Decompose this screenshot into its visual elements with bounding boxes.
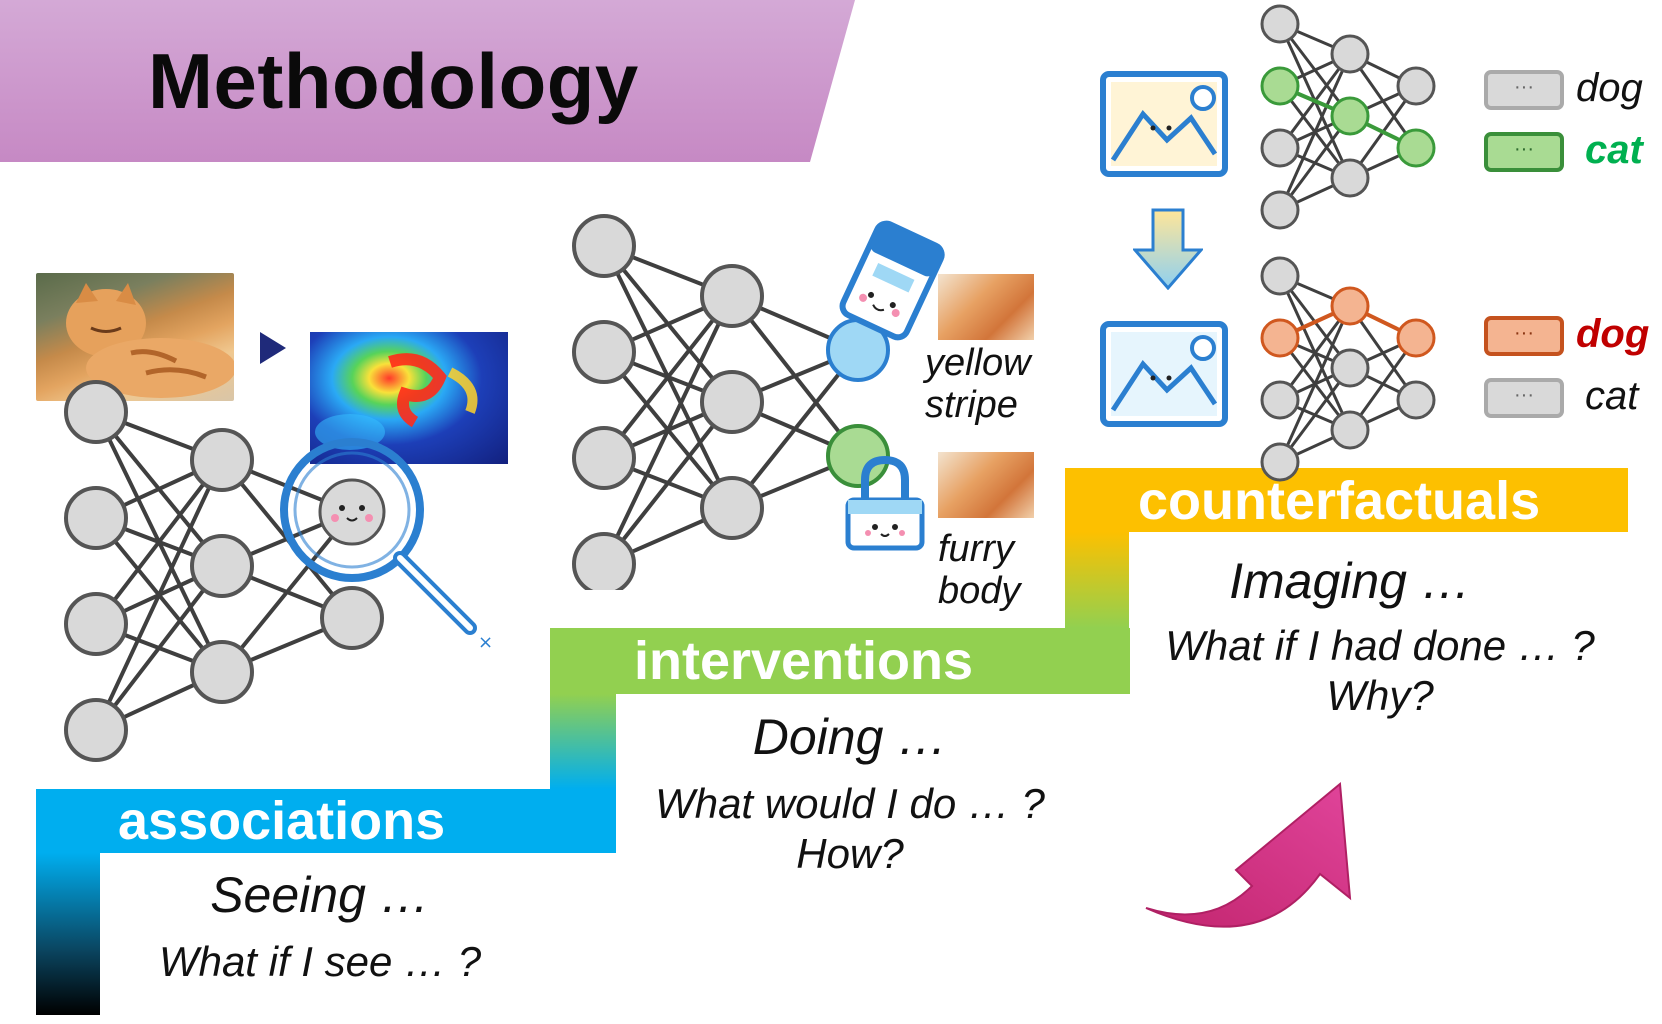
picture-icon-after bbox=[1100, 321, 1228, 427]
output-tag-cat-before: ··· bbox=[1484, 132, 1564, 172]
associations-verb: Seeing … bbox=[210, 867, 430, 923]
output-tag-dog-after: ··· bbox=[1484, 316, 1564, 356]
yellow-stripe-patch bbox=[938, 274, 1034, 340]
class-dog-after: dog bbox=[1576, 312, 1650, 356]
class-dog-before: dog bbox=[1576, 66, 1643, 110]
picture-icon-before bbox=[1100, 71, 1228, 177]
class-cat-before: cat bbox=[1585, 128, 1643, 172]
class-cat-after: cat bbox=[1585, 374, 1639, 418]
associations-label: associations bbox=[118, 791, 446, 851]
counterfactuals-label: counterfactuals bbox=[1138, 471, 1541, 531]
curved-up-arrow-icon bbox=[1145, 782, 1352, 928]
interventions-verb: Doing … bbox=[752, 709, 948, 765]
padlock-icon bbox=[845, 455, 925, 551]
interventions-network bbox=[572, 214, 890, 590]
counterfactuals-verb: Imaging … bbox=[1229, 553, 1471, 609]
interventions-label: interventions bbox=[634, 631, 974, 691]
magnifier-icon: × bbox=[280, 438, 493, 653]
svg-text:×: × bbox=[478, 632, 493, 653]
interventions-sub: How? bbox=[796, 830, 904, 877]
intervened-node-green bbox=[826, 424, 890, 488]
cat-photo bbox=[36, 273, 234, 401]
associations-step bbox=[36, 789, 616, 853]
page-title: Methodology bbox=[148, 37, 639, 125]
counterfactual-network-before bbox=[1260, 4, 1436, 230]
associations-step-riser bbox=[36, 853, 100, 1015]
furry-body-patch bbox=[938, 452, 1034, 518]
down-arrow-icon bbox=[1133, 208, 1203, 290]
eraser-icon bbox=[839, 220, 945, 341]
output-tag-cat-after: ··· bbox=[1484, 378, 1564, 418]
counterfactuals-sub: Why? bbox=[1326, 672, 1434, 719]
play-triangle-icon bbox=[260, 332, 286, 364]
interventions-step bbox=[550, 628, 1130, 694]
title-banner bbox=[0, 0, 855, 162]
feature-1-line2: stripe bbox=[925, 384, 1018, 426]
feature-1-line1: yellow bbox=[925, 342, 1031, 384]
output-tag-dog-before: ··· bbox=[1484, 70, 1564, 110]
feature-2-line1: furry bbox=[938, 528, 1014, 570]
interventions-step-riser bbox=[550, 694, 616, 789]
counterfactuals-step-riser bbox=[1065, 532, 1129, 628]
saliency-heatmap bbox=[310, 332, 508, 464]
feature-2-line2: body bbox=[938, 570, 1021, 612]
cat-photo-art bbox=[66, 283, 234, 398]
associations-question: What if I see … ? bbox=[158, 938, 482, 985]
associations-network bbox=[64, 380, 384, 762]
counterfactuals-question: What if I had done … ? bbox=[1165, 622, 1595, 669]
counterfactuals-step bbox=[1065, 468, 1628, 532]
interventions-question: What would I do … ? bbox=[655, 780, 1045, 827]
counterfactual-network-after bbox=[1260, 256, 1436, 482]
interventions-network-nodes bbox=[572, 214, 764, 590]
